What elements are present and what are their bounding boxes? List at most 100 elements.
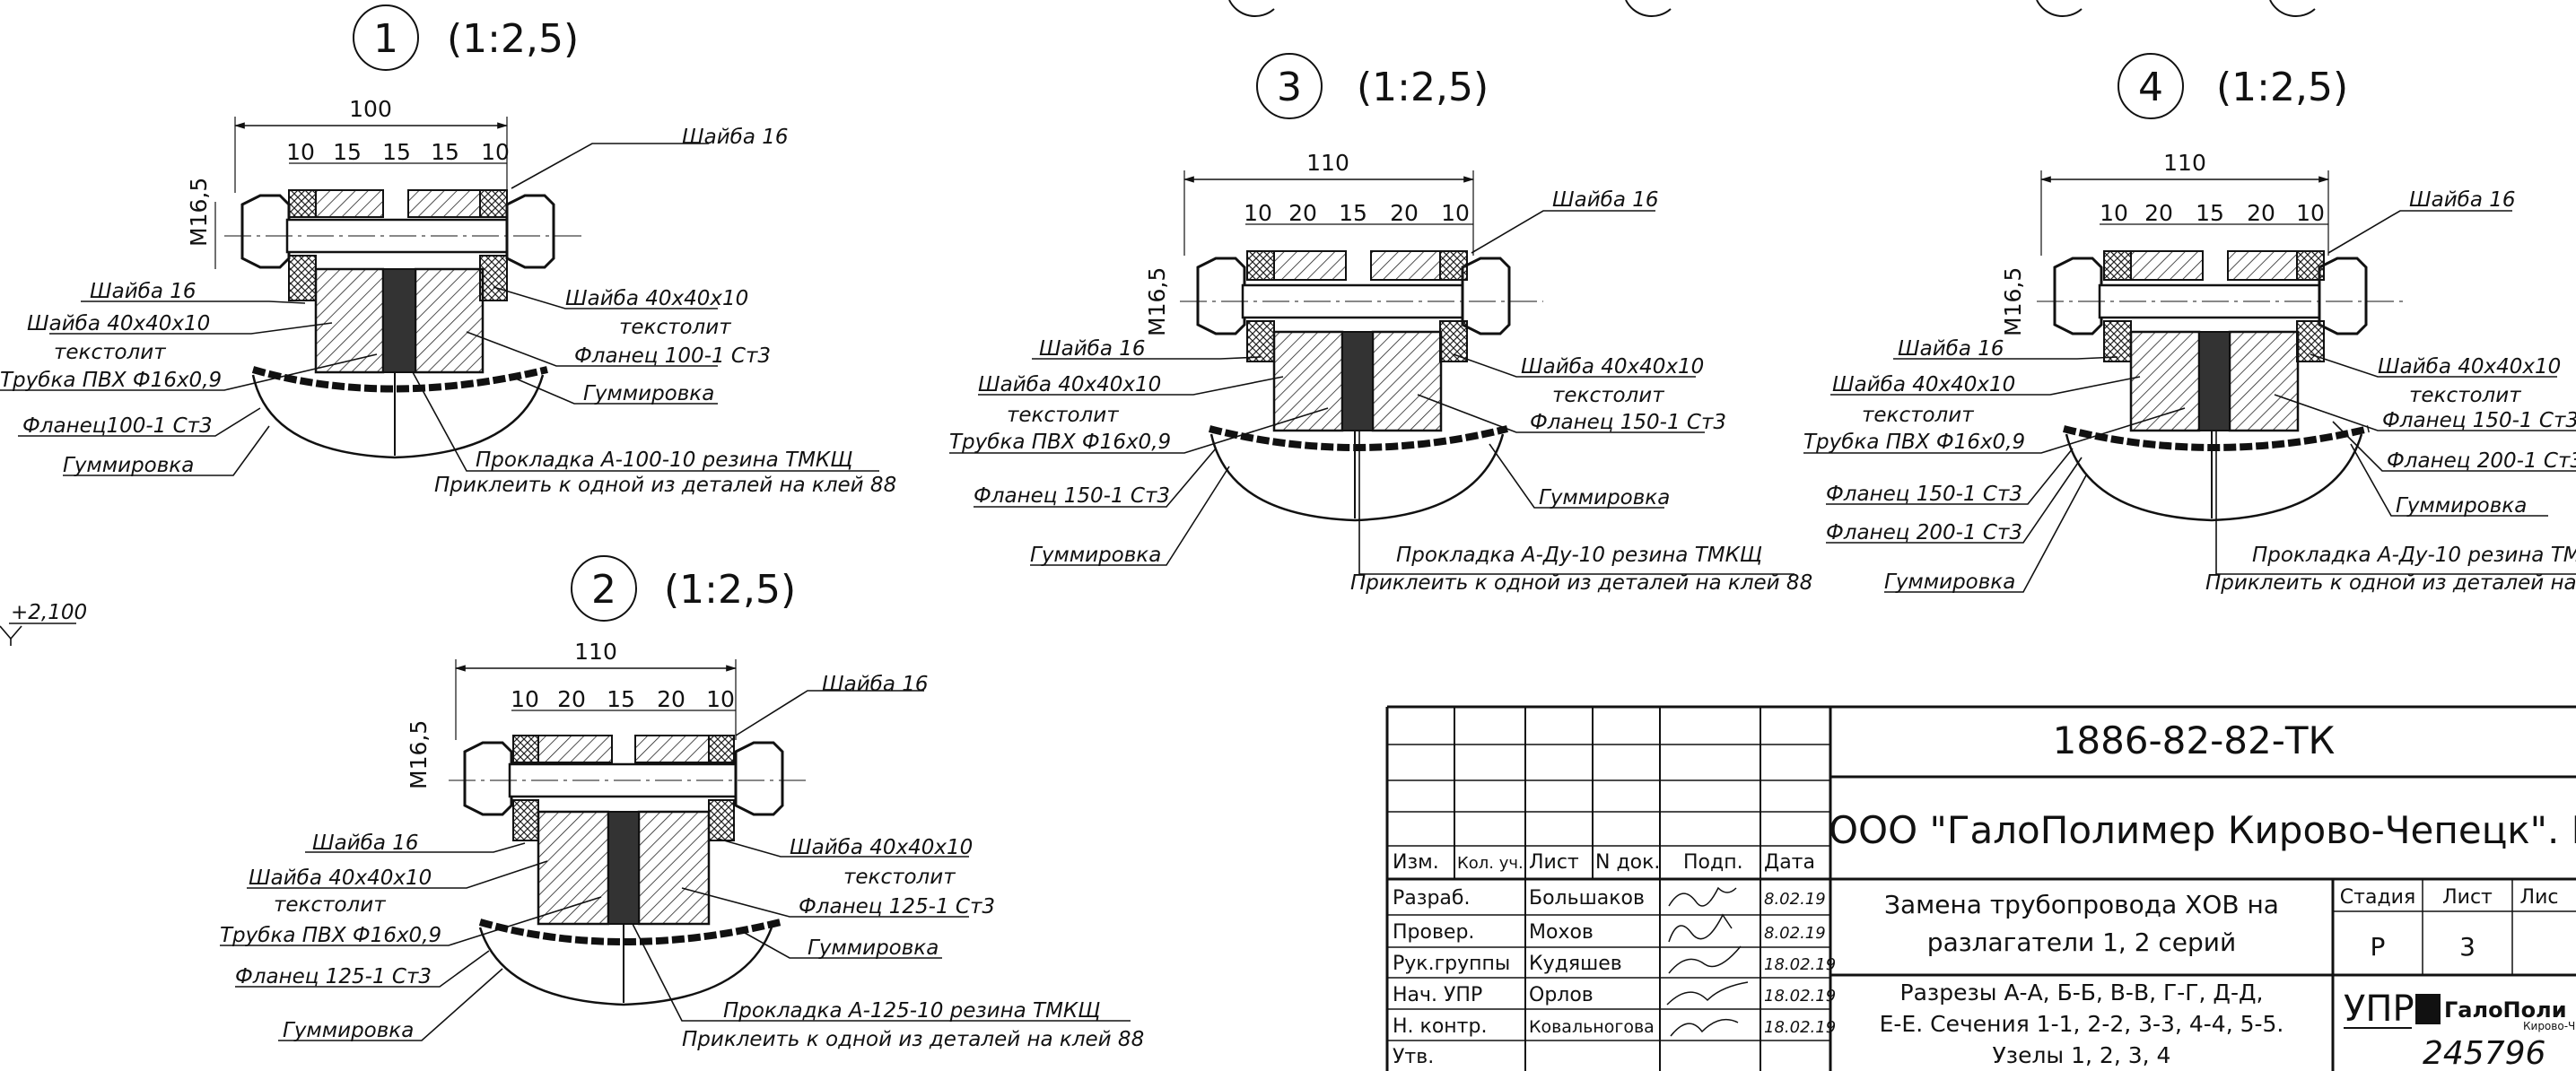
company-logo-icon [2415, 994, 2441, 1024]
label-washer-top: Шайба 16 [822, 673, 929, 696]
dept-logo: УПР [2344, 988, 2414, 1030]
dim-part-2: 15 [333, 139, 362, 165]
thread-dim: M16,5 [186, 178, 212, 247]
head-izm: Изм. [1393, 851, 1439, 874]
detail-2: 2 (1:2,5) 110 10 20 15 20 10 M16,5 [220, 555, 1144, 1051]
role-4: Н. контр. [1393, 1015, 1487, 1038]
label-washer-sq-left-sub: текстолит [54, 341, 166, 364]
stage-value: Р [2371, 932, 2386, 962]
label-flange-right: Фланец 150-1 Ст3 [1530, 411, 1726, 434]
detail-number-circle [353, 4, 419, 71]
project-line-2: разлагатели 1, 2 серий [1927, 927, 2236, 957]
label-washer-top: Шайба 16 [1552, 188, 1659, 212]
detail-3: 3 (1:2,5) 110 10 20 15 20 10 M16,5 [949, 53, 1812, 595]
label-flange-left: Фланец 150-1 Ст3 [1826, 483, 2022, 506]
name-3: Орлов [1529, 984, 1594, 1006]
label-rubber-left: Гуммировка [1030, 544, 1161, 567]
dim-part-4: 15 [431, 139, 459, 165]
label-flange-left: Фланец100-1 Ст3 [22, 414, 213, 438]
label-flange-right-2: Фланец 200-1 Ст3 [2387, 449, 2576, 473]
detail-number: 2 [591, 567, 616, 613]
sheet-value: 3 [2459, 932, 2476, 962]
title-block-text: 1886-82-82-ТК ООО "ГалоПолимер Кирово-Че… [1393, 718, 2576, 1071]
thread-dim: M16,5 [2000, 267, 2026, 336]
org-name: ООО "ГалоПолимер Кирово-Чепецк". Цех [1829, 808, 2576, 852]
date-3: 18.02.19 [1764, 987, 1836, 1006]
date-0: 8.02.19 [1764, 890, 1826, 909]
label-washer-sq-right-sub: текстолит [843, 866, 956, 889]
sheet-line-3: Узелы 1, 2, 3, 4 [1993, 1042, 2171, 1068]
label-glue: Приклеить к одной из деталей на клей 88 [1350, 571, 1812, 595]
dim-part-4: 20 [1390, 200, 1419, 226]
label-washer-left: Шайба 16 [1039, 337, 1146, 361]
signatures [1666, 886, 1749, 1037]
detail-scale: (1:2,5) [1357, 65, 1489, 110]
label-washer-sq-right: Шайба 40х40х10 [565, 287, 748, 310]
role-1: Провер. [1393, 921, 1474, 944]
dim-part-3: 15 [607, 686, 635, 712]
label-gasket: Прокладка А-100-10 резина ТМКЩ [476, 448, 852, 472]
dim-part-2: 20 [1288, 200, 1317, 226]
role-2: Рук.группы [1393, 953, 1510, 975]
label-washer-top: Шайба 16 [682, 126, 789, 149]
sheet-label: Лист [2442, 886, 2493, 909]
head-podp: Подп. [1683, 851, 1743, 874]
label-washer-sq-right-sub: текстолит [619, 316, 731, 339]
dim-part-4: 20 [657, 686, 685, 712]
label-tube: Трубка ПВХ Ф16х0,9 [0, 369, 222, 392]
dim-part-3: 15 [1339, 200, 1367, 226]
company-name: ГалоПоли [2444, 997, 2567, 1023]
label-glue: Приклеить к одной из деталей на клей 88 [434, 474, 896, 497]
dim-part-3: 15 [382, 139, 411, 165]
dim-part-2: 20 [557, 686, 586, 712]
sheet-line-2: Е-Е. Сечения 1-1, 2-2, 3-3, 4-4, 5-5. [1880, 1011, 2284, 1037]
name-4: Ковальногова [1529, 1017, 1655, 1037]
label-tube: Трубка ПВХ Ф16х0,9 [220, 924, 441, 947]
label-rubber-left: Гуммировка [63, 454, 194, 477]
label-rubber-right: Гуммировка [2396, 494, 2527, 518]
label-washer-sq-right: Шайба 40х40х10 [1521, 355, 1704, 379]
role-3: Нач. УПР [1393, 984, 1482, 1006]
dim-part-1: 10 [511, 686, 539, 712]
label-washer-sq-right-sub: текстолит [2409, 384, 2521, 407]
label-washer-sq-right: Шайба 40х40х10 [2378, 355, 2561, 379]
label-gasket: Прокладка А-125-10 резина ТМКЩ [723, 999, 1100, 1023]
dim-part-1: 10 [2100, 200, 2128, 226]
head-kol: Кол. уч. [1457, 854, 1524, 873]
label-flange-right: Фланец 125-1 Ст3 [799, 895, 995, 919]
label-flange-right: Фланец 150-1 Ст3 [2382, 409, 2576, 432]
name-1: Мохов [1529, 921, 1594, 944]
label-washer-sq-left-sub: текстолит [1007, 404, 1119, 427]
label-glue: Приклеить к одной из деталей на клей 88 [2205, 571, 2576, 595]
label-rubber-right: Гуммировка [583, 382, 714, 405]
detail-scale: (1:2,5) [447, 16, 579, 62]
dim-overall: 100 [349, 96, 392, 122]
label-washer-sq-right-sub: текстолит [1552, 384, 1664, 407]
dim-part-2: 20 [2144, 200, 2173, 226]
elevation-mark: +2,100 [0, 601, 87, 646]
dim-part-1: 10 [286, 139, 315, 165]
dim-overall: 110 [2163, 150, 2206, 176]
dim-part-4: 20 [2247, 200, 2275, 226]
head-list: Лист [1529, 851, 1579, 874]
date-2: 18.02.19 [1764, 955, 1836, 974]
dim-overall: 110 [574, 639, 617, 665]
archive-number: 245796 [2423, 1035, 2545, 1071]
elevation-value: +2,100 [11, 601, 87, 624]
detail-scale: (1:2,5) [664, 567, 796, 613]
doc-code: 1886-82-82-ТК [2053, 718, 2336, 762]
label-rubber-right: Гуммировка [808, 936, 939, 960]
detail-number: 1 [373, 16, 398, 62]
label-gasket: Прокладка А-Ду-10 резина ТМКЩ [2252, 544, 2576, 567]
dim-part-5: 10 [1441, 200, 1470, 226]
role-5: Утв. [1393, 1046, 1434, 1068]
label-washer-left: Шайба 16 [90, 280, 196, 303]
label-flange-right: Фланец 100-1 Ст3 [574, 344, 771, 368]
detail-4: 4 (1:2,5) 110 10 20 15 20 10 M16,5 [1803, 53, 2576, 595]
label-washer-sq-left: Шайба 40х40х10 [27, 312, 210, 335]
label-flange-left: Фланец 150-1 Ст3 [974, 484, 1170, 508]
dim-part-1: 10 [1244, 200, 1272, 226]
label-washer-sq-left: Шайба 40х40х10 [1832, 373, 2015, 396]
date-1: 8.02.19 [1764, 924, 1826, 943]
